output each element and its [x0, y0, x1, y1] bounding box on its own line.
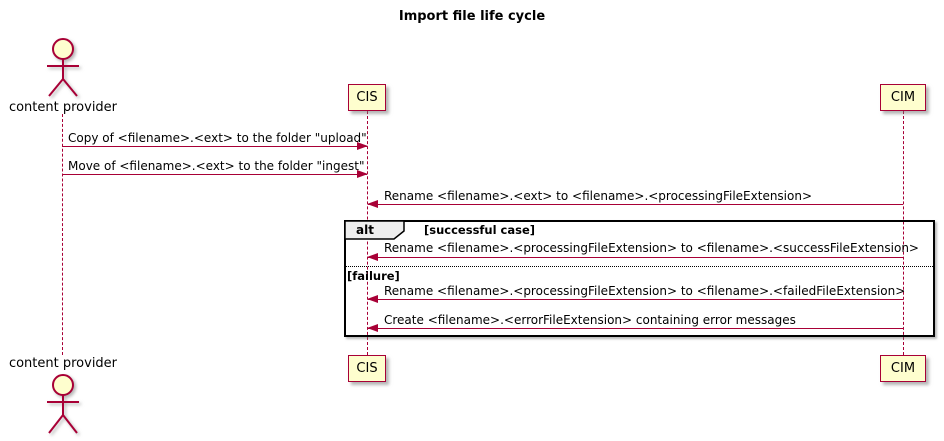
- alt-guard-failure: [failure]: [347, 269, 400, 283]
- actor-figure-bottom-icon: [47, 374, 79, 434]
- message-5-arrow: [367, 294, 903, 303]
- actor-label-top: content provider: [8, 100, 118, 115]
- lifeline-content-provider: [62, 114, 63, 355]
- lifeline-cim: [903, 111, 904, 355]
- actor-label-bottom: content provider: [8, 356, 118, 371]
- alt-frame: [344, 220, 935, 337]
- message-6-label: Create <filename>.<errorFileExtension> c…: [384, 313, 796, 327]
- participant-cim-bottom: CIM: [880, 355, 926, 382]
- message-2-arrow: [62, 169, 368, 178]
- alt-operator-pentagon: [345, 221, 405, 240]
- message-1-label: Copy of <filename>.<ext> to the folder "…: [68, 131, 367, 145]
- participant-cim-top: CIM: [880, 84, 926, 111]
- diagram-title: Import file life cycle: [398, 9, 546, 24]
- message-6-arrow: [367, 323, 903, 332]
- message-5-label: Rename <filename>.<processingFileExtensi…: [384, 284, 906, 298]
- alt-operator-label: alt: [356, 223, 374, 237]
- participant-cis-bottom: CIS: [348, 355, 386, 382]
- message-3-arrow: [367, 199, 903, 208]
- alt-divider: [346, 266, 933, 267]
- message-4-arrow: [367, 252, 903, 261]
- message-1-arrow: [62, 141, 368, 150]
- alt-guard-successful: [successful case]: [424, 223, 536, 237]
- message-4-label: Rename <filename>.<processingFileExtensi…: [384, 241, 919, 255]
- message-3-label: Rename <filename>.<ext> to <filename>.<p…: [384, 189, 813, 203]
- message-2-label: Move of <filename>.<ext> to the folder "…: [68, 159, 365, 173]
- actor-figure-icon: [47, 38, 79, 97]
- participant-cis-top: CIS: [348, 84, 386, 111]
